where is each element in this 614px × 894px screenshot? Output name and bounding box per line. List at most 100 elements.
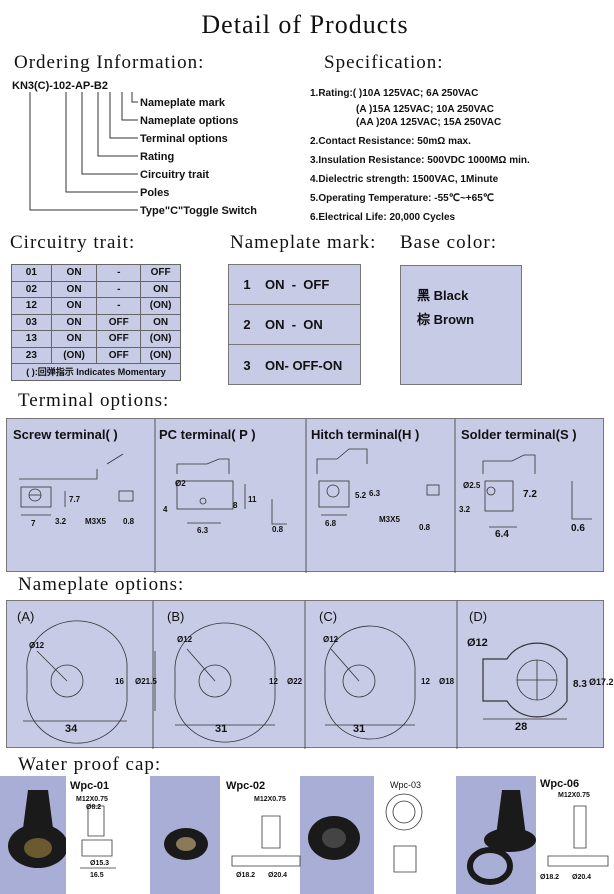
ordering-label-poles: Poles (140, 187, 170, 199)
circuitry-cell: - (96, 280, 142, 298)
dim-label: 0.8 (419, 523, 431, 532)
water-cap-heading: Water proof cap: (18, 754, 162, 775)
circuitry-note-row: ( ):回弹指示 Indicates Momentary (11, 363, 181, 381)
dim-label: Ø2 (175, 479, 186, 488)
dim-label: 0.8 (272, 525, 284, 534)
nameplate-drawings (23, 601, 568, 749)
base-color-brown: 棕 Brown (417, 312, 475, 327)
dim-label: 7 (31, 519, 36, 528)
circuitry-cell: 01 (11, 264, 52, 282)
nameplate-mark-row: 2 ON - ON (229, 305, 360, 345)
dim-label: Ø18 (439, 677, 455, 686)
dim-label: 4 (163, 505, 168, 514)
dim-label: 6.4 (495, 529, 509, 540)
ordering-label-rating: Rating (140, 151, 175, 163)
nameplate-mark-text: ON - OFF (265, 277, 330, 292)
dim-label: 3.2 (459, 505, 471, 514)
dim-label: 11 (248, 495, 257, 504)
circuitry-cell: (ON) (50, 346, 98, 364)
dim-label: Ø8.2 (86, 804, 102, 811)
cap-model-wpc-02: Wpc-02 (226, 780, 266, 792)
dim-label: Ø12 (467, 637, 488, 649)
dim-label: 8 (233, 501, 238, 510)
dim-label: Ø18.2 (236, 872, 256, 879)
circuitry-cell: OFF (96, 313, 142, 331)
dim-label: 16 (115, 677, 124, 686)
circuitry-cell: ON (140, 280, 181, 298)
terminal-heading: Terminal options: (18, 390, 170, 411)
base-color-black: 黑 Black (417, 288, 469, 303)
nameplate-mark-num: 2 (243, 317, 251, 332)
circuitry-cell: ON (50, 313, 98, 331)
nameplate-option-a-label: (A) (17, 609, 35, 624)
circuitry-cell: 03 (11, 313, 52, 331)
specification-list: 1.Rating:( )10A 125VAC; 6A 250VAC (A )15… (310, 84, 530, 227)
ordering-label-type: Type"C"Toggle Switch (140, 205, 257, 217)
circuitry-cell: ON (50, 297, 98, 315)
ordering-label-circuitry: Circuitry trait (140, 169, 210, 181)
dim-label: Ø2.5 (463, 481, 481, 490)
dim-label: M3X5 (85, 517, 106, 526)
water-cap-drawings (8, 776, 610, 894)
circuitry-cell: ON (50, 330, 98, 348)
cap-photo (8, 790, 68, 868)
dim-label: Ø12 (29, 641, 45, 650)
terminal-screw-title: Screw terminal( ) (13, 427, 118, 442)
nameplate-mark-table: 1 ON - OFF 2 ON - ON 3 ON- OFF-ON (228, 264, 361, 385)
dim-label: 34 (65, 723, 78, 735)
spec-line: 3.Insulation Resistance: 500VDC 1000MΩ m… (310, 155, 530, 166)
ordering-code: KN3(C)-102-AP-B2 (12, 80, 108, 92)
nameplate-mark-heading: Nameplate mark: (230, 232, 377, 253)
dim-label: M12X0.75 (254, 796, 286, 803)
terminal-solder-title: Solder terminal(S ) (461, 427, 577, 442)
circuitry-heading: Circuitry trait: (10, 232, 136, 253)
cap-model-wpc-06: Wpc-06 (540, 778, 580, 790)
circuitry-cell: OFF (96, 346, 142, 364)
ordering-label-nameplate-options: Nameplate options (140, 115, 239, 127)
dim-label: Ø17.2 (589, 677, 614, 687)
spec-line: 4.Dielectric strength: 1500VAC, 1Minute (310, 174, 499, 185)
dim-label: 12 (421, 677, 430, 686)
spec-line: 1.Rating:( )10A 125VAC; 6A 250VAC (310, 88, 479, 99)
circuitry-cell: (ON) (140, 297, 181, 315)
circuitry-cell: 23 (11, 346, 52, 364)
dim-label: 7.2 (523, 489, 537, 500)
page-title: Detail of Products (201, 10, 409, 39)
dim-label: 3.2 (55, 517, 67, 526)
dim-label: Ø12 (323, 635, 339, 644)
circuitry-cell: 13 (11, 330, 52, 348)
dim-label: 31 (215, 723, 228, 735)
dim-label: Ø15.3 (90, 860, 110, 867)
spec-line: 6.Electrical Life: 20,000 Cycles (310, 212, 456, 223)
ordering-label-nameplate-mark: Nameplate mark (140, 97, 225, 109)
circuitry-cell: - (96, 264, 142, 282)
ordering-bracket-lines (29, 92, 138, 211)
circuitry-cell: OFF (140, 264, 181, 282)
ordering-heading: Ordering Information: (14, 52, 205, 73)
dim-label: 0.6 (571, 523, 585, 534)
ordering-label-terminal-options: Terminal options (140, 133, 228, 145)
terminal-pc-title: PC terminal( P ) (159, 427, 256, 442)
dim-label: Ø20.4 (572, 874, 592, 881)
dim-label: 12 (269, 677, 278, 686)
base-color-box: 黑 Black 棕 Brown (400, 265, 522, 385)
circuitry-cell: 12 (11, 297, 52, 315)
nameplate-mark-num: 3 (243, 357, 251, 373)
base-color-heading: Base color: (400, 232, 498, 253)
terminal-hitch-title: Hitch terminal(H ) (311, 427, 420, 442)
terminal-options-panel: Screw terminal( ) PC terminal( P ) Hitch… (6, 418, 604, 573)
terminal-drawings (19, 419, 592, 573)
dim-label: M12X0.75 (76, 796, 108, 803)
nameplate-mark-text: ON- OFF-ON (265, 357, 343, 373)
dim-label: 6.3 (197, 526, 209, 535)
circuitry-row: 23(ON)OFF(ON) (11, 346, 181, 364)
nameplate-options-panel: (A) (B) (C) (D) Ø12 16 Ø21.5 34 Ø12 12 Ø… (6, 600, 614, 749)
nameplate-options-heading: Nameplate options: (18, 574, 185, 595)
cap-model-wpc-03: Wpc-03 (390, 780, 422, 790)
dim-label: M3X5 (379, 515, 400, 524)
spec-line: 5.Operating Temperature: -55℃~+65℃ (310, 193, 495, 204)
